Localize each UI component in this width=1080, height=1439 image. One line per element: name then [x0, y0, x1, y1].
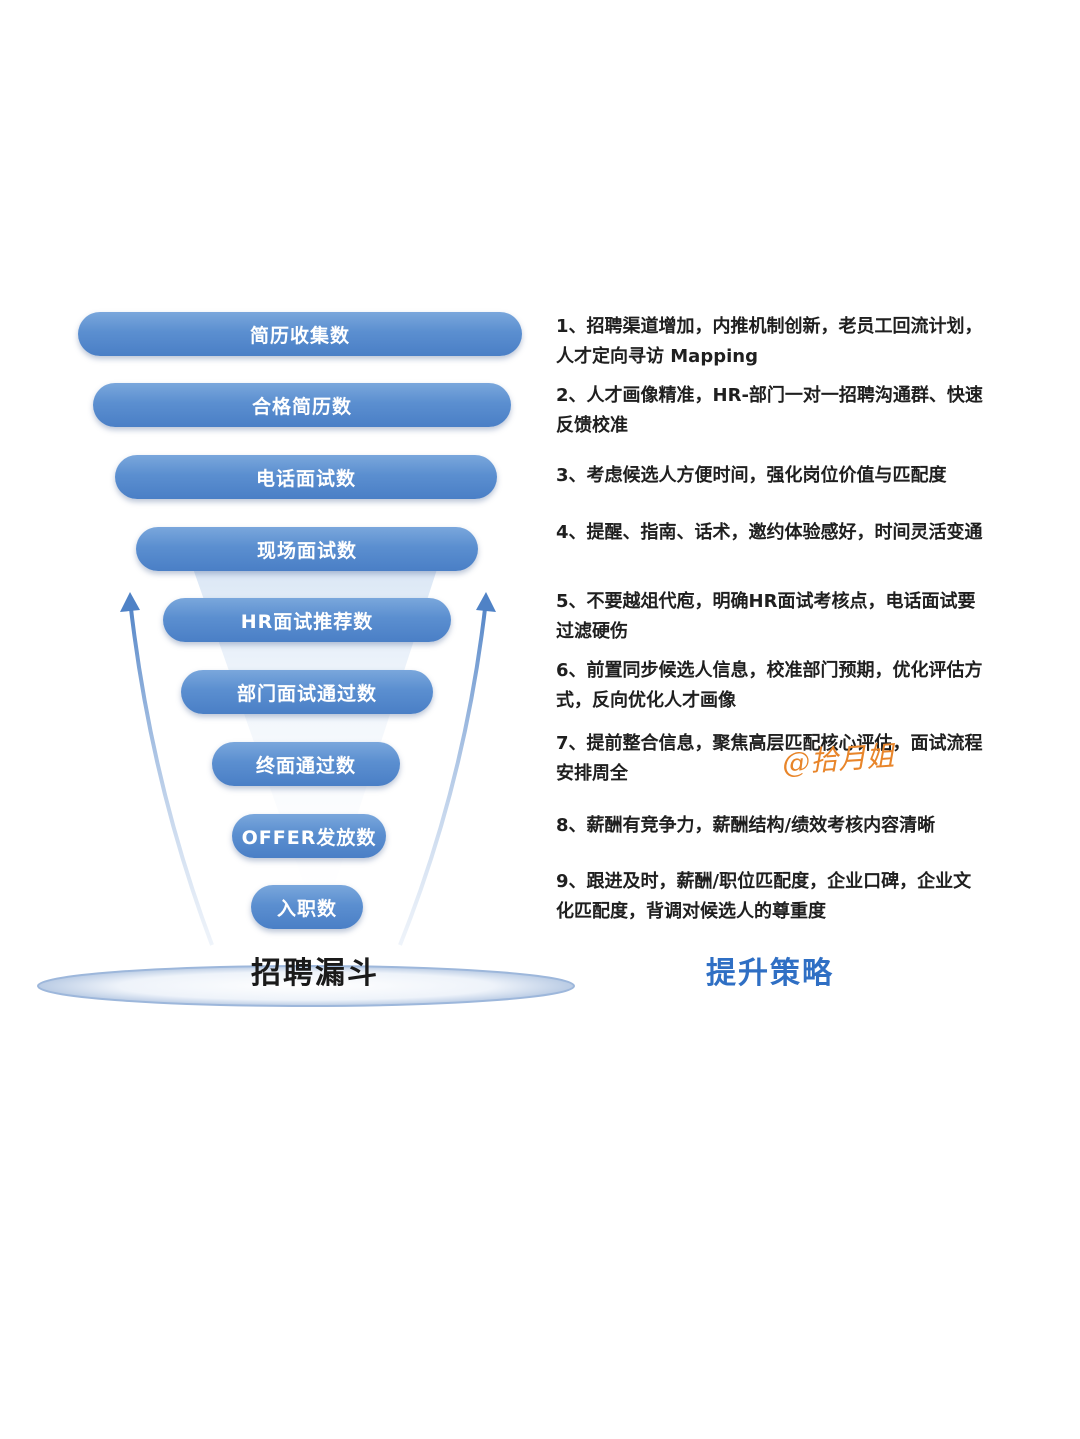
strategy-item-3: 3、考虑候选人方便时间，强化岗位价值与匹配度 [556, 465, 947, 486]
stage-onsite-interview: 现场面试数 [136, 527, 478, 571]
strategy-item-1: 1、招聘渠道增加，内推机制创新，老员工回流计划，人才定向寻访 Mapping [556, 316, 983, 367]
funnel-title: 招聘漏斗 [251, 956, 379, 991]
stage-onboarded: 入职数 [251, 885, 363, 929]
strategy-item-4: 4、提醒、指南、话术，邀约体验感好，时间灵活变通 [556, 522, 983, 543]
strategy-item-9: 9、跟进及时，薪酬/职位匹配度，企业口碑，企业文化匹配度，背调对候选人的尊重度 [556, 871, 972, 922]
strategy-title: 提升策略 [706, 956, 834, 991]
right-arrow-shaft [398, 599, 488, 946]
strategy-item-8: 8、薪酬有竞争力，薪酬结构/绩效考核内容清晰 [556, 815, 936, 836]
stage-hr-recommend: HR面试推荐数 [163, 598, 451, 642]
left-arrow-shaft [128, 599, 214, 946]
stage-offer-sent: OFFER发放数 [232, 814, 386, 858]
right-arrow-head [476, 592, 496, 612]
left-arrow-head [120, 592, 140, 612]
stage-final-pass: 终面通过数 [212, 742, 400, 786]
stage-phone-interview: 电话面试数 [115, 455, 497, 499]
funnel-base [37, 965, 575, 1007]
strategy-item-7: 7、提前整合信息，聚焦高层匹配核心评估，面试流程安排周全 [556, 733, 983, 784]
strategy-item-5: 5、不要越俎代庖，明确HR面试考核点，电话面试要过滤硬伤 [556, 591, 976, 642]
watermark: @拾月姐 [781, 739, 896, 780]
stage-qualified-resumes: 合格简历数 [93, 383, 511, 427]
strategy-item-2: 2、人才画像精准，HR-部门一对一招聘沟通群、快速反馈校准 [556, 385, 983, 436]
stage-resume-collected: 简历收集数 [78, 312, 522, 356]
strategy-item-6: 6、前置同步候选人信息，校准部门预期，优化评估方式，反向优化人才画像 [556, 660, 983, 711]
stage-dept-pass: 部门面试通过数 [181, 670, 433, 714]
